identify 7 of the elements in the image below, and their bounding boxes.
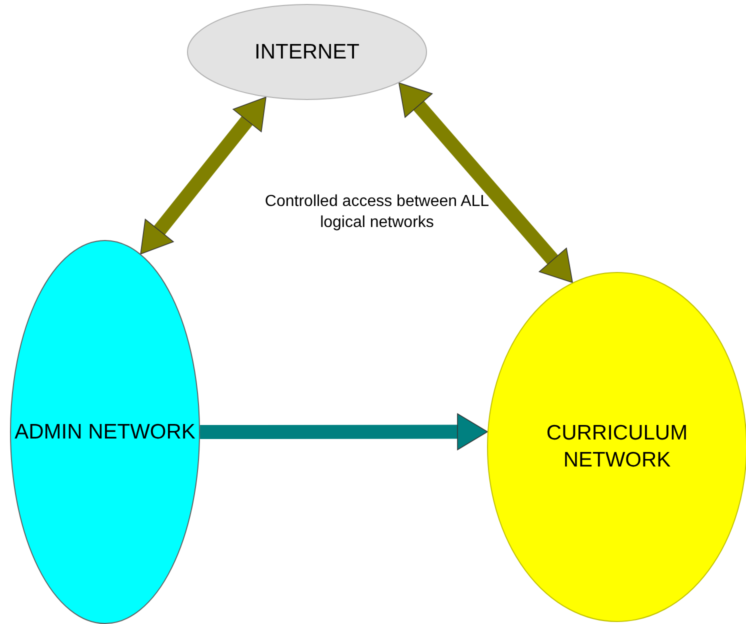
arrow (200, 413, 488, 450)
double-headed-arrow (398, 82, 573, 283)
double-headed-arrow (140, 96, 266, 254)
network-name: CURRICULUM NETWORK (545, 420, 689, 474)
note-text: Controlled access between ALL logical networks (264, 192, 490, 233)
network-name: INTERNET (254, 39, 360, 66)
network-name: ADMIN NETWORK (14, 419, 196, 446)
